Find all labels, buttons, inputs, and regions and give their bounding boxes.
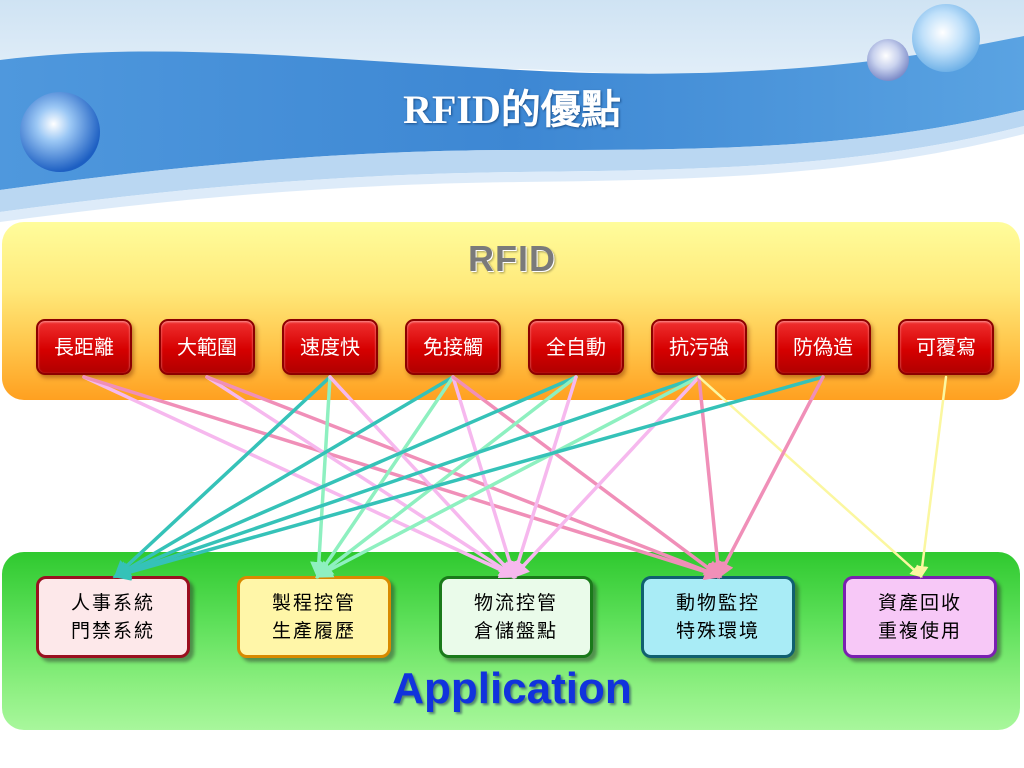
feature-rewritable[interactable]: 可覆寫 [898, 319, 994, 375]
connection-arrow [314, 375, 701, 578]
feature-anti-counterfeit[interactable]: 防偽造 [775, 319, 871, 375]
connection-arrow [112, 375, 701, 580]
feature-long-range[interactable]: 長距離 [36, 319, 132, 375]
application-line-2: 生產履歷 [271, 620, 356, 642]
application-line-1: 人事系統 [70, 592, 155, 614]
application-line-2: 重複使用 [877, 620, 962, 642]
connection-arrow [82, 375, 723, 581]
connection-arrow [916, 375, 948, 579]
application-label: Application [392, 664, 632, 713]
header-wave-background [0, 0, 1024, 230]
connection-arrow [205, 375, 723, 580]
connection-arrow [328, 375, 517, 579]
application-logistics[interactable]: 物流控管 倉儲盤點 [439, 576, 593, 658]
application-line-1: 動物監控 [675, 592, 760, 614]
application-manufacturing[interactable]: 製程控管 生產履歷 [237, 576, 391, 658]
bubble-decoration-right [912, 4, 980, 72]
application-line-1: 物流控管 [473, 592, 558, 614]
application-personnel[interactable]: 人事系統 門禁系統 [36, 576, 190, 658]
connection-arrow [205, 375, 517, 578]
feature-fast[interactable]: 速度快 [282, 319, 378, 375]
connection-arrow [113, 375, 332, 579]
bubble-decoration-small [867, 39, 909, 81]
connection-arrow [112, 375, 455, 578]
slide-title: RFID的優點 [403, 87, 621, 132]
feature-contactless[interactable]: 免接觸 [405, 319, 501, 375]
application-line-2: 倉儲盤點 [473, 620, 558, 642]
application-animal[interactable]: 動物監控 特殊環境 [641, 576, 795, 658]
application-line-1: 資產回收 [877, 592, 962, 614]
bubble-decoration-left [20, 92, 100, 172]
connection-arrow [511, 375, 701, 579]
connection-arrow [112, 375, 578, 579]
connection-arrow [310, 375, 332, 580]
rfid-label: RFID [468, 238, 556, 279]
connection-arrow [451, 375, 519, 580]
application-recycling[interactable]: 資產回收 重複使用 [843, 576, 997, 658]
application-line-2: 門禁系統 [70, 620, 155, 642]
connection-arrow [315, 375, 578, 579]
feature-automatic[interactable]: 全自動 [528, 319, 624, 375]
connection-arrow [697, 375, 727, 580]
connection-arrow [509, 375, 578, 580]
application-line-1: 製程控管 [271, 592, 356, 614]
connection-arrow [717, 375, 825, 580]
feature-robust[interactable]: 抗污強 [651, 319, 747, 375]
feature-wide-area[interactable]: 大範圍 [159, 319, 255, 375]
connection-arrow [316, 375, 455, 579]
connection-arrow [82, 375, 518, 579]
connection-arrow [451, 375, 722, 579]
application-line-2: 特殊環境 [675, 620, 760, 642]
connection-arrow [697, 375, 923, 578]
connection-arrow [112, 375, 825, 581]
